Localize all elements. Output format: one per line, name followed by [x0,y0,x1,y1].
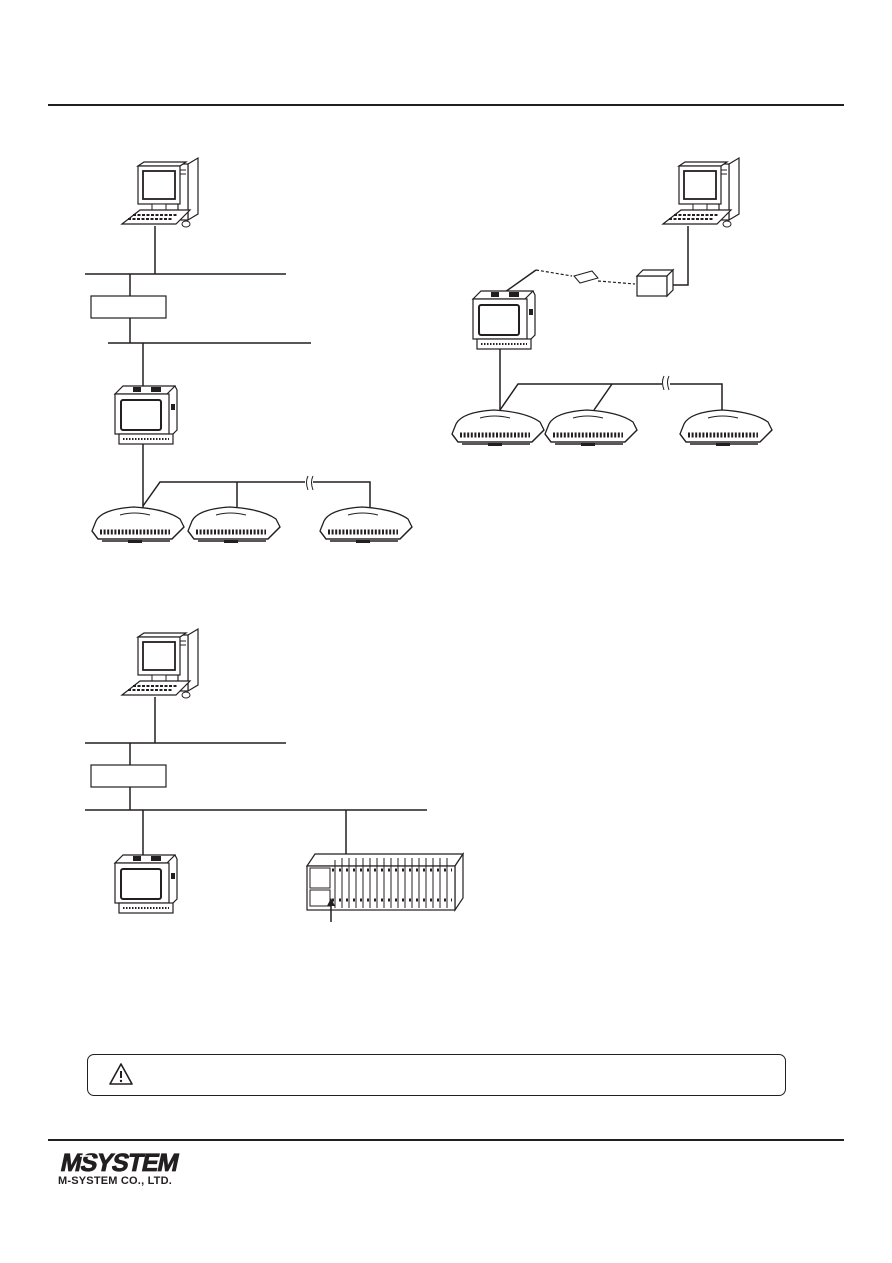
config-1-io-module-1 [92,507,184,543]
config-1-pc [121,157,199,228]
caution-triangle-icon [109,1063,133,1085]
config-2-pc [662,157,740,228]
config-1-io-module-2 [188,507,280,543]
config-1-break-mark [306,475,314,491]
config-3-recorder [114,854,178,914]
warning-box [87,1054,786,1096]
msystem-logo: MSYSTEM [58,1150,181,1176]
footer-rule [48,1139,844,1141]
config-1-recorder [114,385,178,445]
company-name: M-SYSTEM CO., LTD. [58,1175,173,1187]
config-2-io-module-1 [452,410,544,446]
config-3-arrow-up-icon [327,898,335,922]
header-rule [48,104,844,106]
config-1-io-module-3 [320,507,412,543]
config-2-break-mark [662,375,670,391]
config-3-pc [121,628,199,699]
config-2-io-module-2 [545,410,637,446]
svg-text:MSYSTEM: MSYSTEM [58,1150,180,1176]
config-2-cube-unit [636,275,668,297]
config-2-small-adapter [573,270,599,284]
config-3-rack-io-unit [305,852,465,912]
config-1-converter-box [90,295,167,319]
config-2-io-module-3 [680,410,772,446]
config-3-converter-box [90,764,167,788]
config-2-recorder [472,290,536,350]
